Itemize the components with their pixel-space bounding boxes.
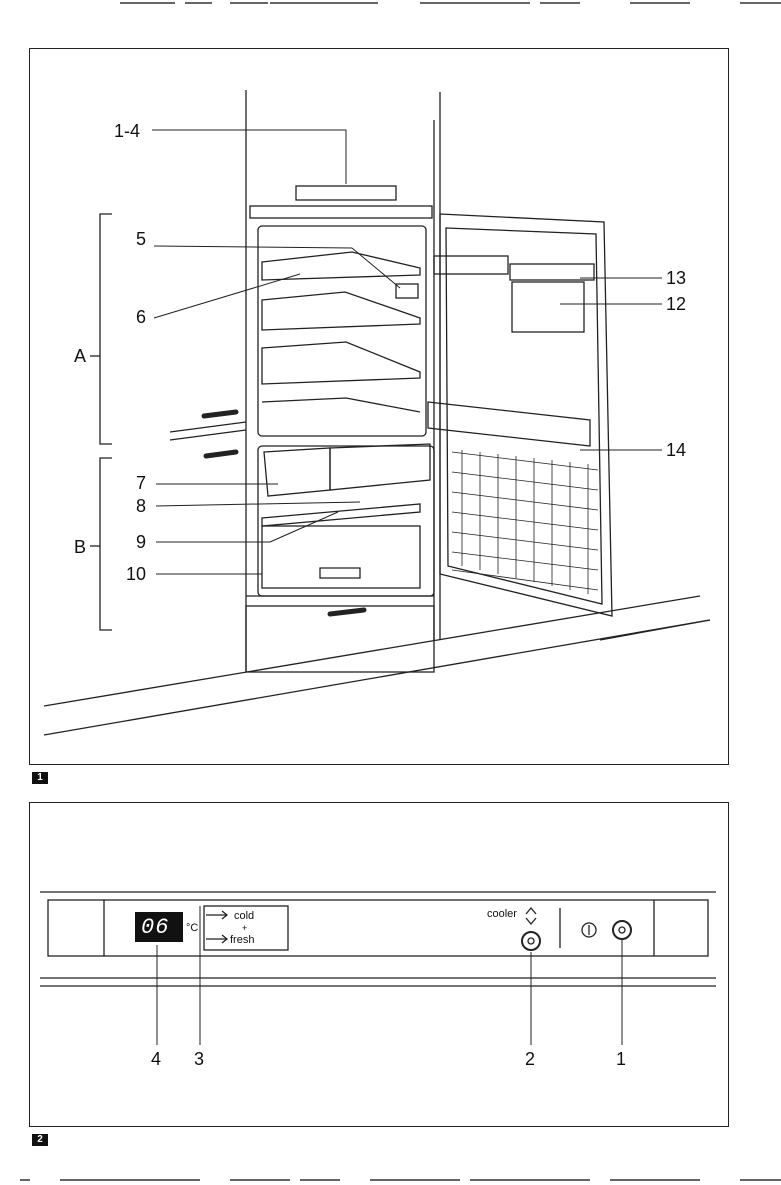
label-13: 13 (666, 269, 686, 287)
temperature-display: 06 (135, 912, 183, 942)
label-5: 5 (136, 230, 146, 248)
label-2: 2 (525, 1050, 535, 1068)
fridge-illustration (0, 0, 781, 780)
cooler-button[interactable] (521, 930, 541, 950)
power-icon (580, 921, 598, 939)
cooler-label: cooler (487, 908, 517, 920)
label-10: 10 (126, 565, 146, 583)
label-12: 12 (666, 295, 686, 313)
label-1: 1 (616, 1050, 626, 1068)
label-1-4: 1-4 (114, 122, 140, 140)
label-a: A (74, 347, 86, 365)
figure-2-badge: 2 (32, 1134, 48, 1146)
unit-label: °C (186, 922, 198, 934)
label-b: B (74, 538, 86, 556)
mode-plus-label: + (242, 922, 247, 934)
label-3: 3 (194, 1050, 204, 1068)
mode-fresh-label: fresh (230, 934, 254, 946)
label-14: 14 (666, 441, 686, 459)
mode-cold-label: cold (234, 910, 254, 922)
label-7: 7 (136, 474, 146, 492)
label-8: 8 (136, 497, 146, 515)
label-6: 6 (136, 308, 146, 326)
bottom-edge-marks (0, 1176, 781, 1185)
power-button[interactable] (612, 920, 632, 940)
label-4: 4 (151, 1050, 161, 1068)
label-9: 9 (136, 533, 146, 551)
control-panel-illustration (0, 780, 781, 1140)
temperature-value: 06 (141, 915, 169, 940)
